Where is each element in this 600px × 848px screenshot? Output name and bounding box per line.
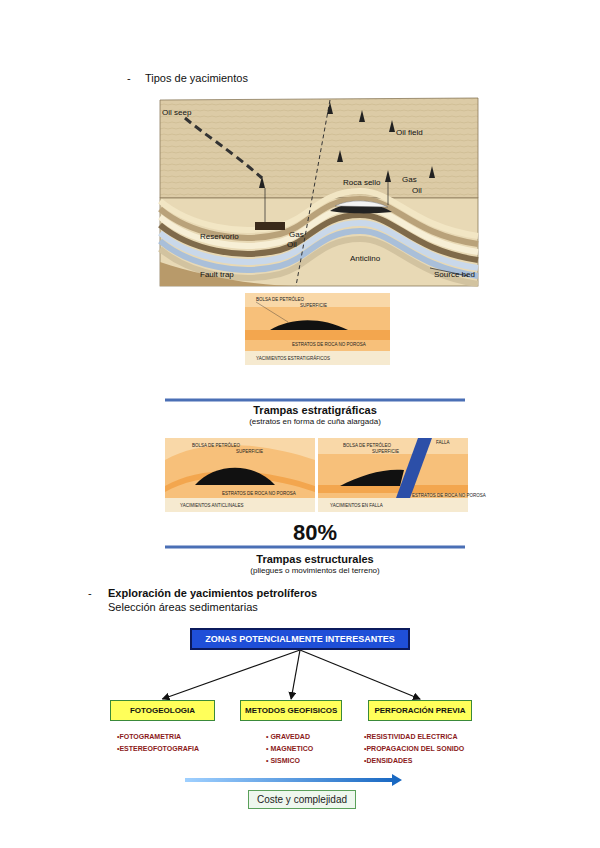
image-label: ESTRATOS DE ROCA NO POROSA: [222, 491, 296, 496]
callout-label: Oil field: [396, 128, 423, 137]
well-lines: [265, 182, 468, 276]
image-caption: YACIMIENTOS ESTRATIGRÁFICOS: [256, 356, 330, 361]
source-rock: [160, 262, 300, 286]
callout-label: Roca sello: [343, 178, 380, 187]
image-label: ESTRATOS DE ROCA NO POROSA: [412, 493, 486, 498]
trap-subheading: (estratos en forma de cuña alargada): [249, 417, 381, 426]
cost-arrow: [185, 774, 402, 786]
method-box: FOTOGEOLOGIA: [110, 700, 215, 721]
callout-label: Gas: [402, 175, 417, 184]
section-heading: Tipos de yacimientos: [145, 72, 248, 85]
anticline-image: [165, 438, 315, 512]
image-label: SUPERFICIE: [372, 449, 399, 454]
land-surface: [160, 98, 478, 198]
image-label: ESTRATOS DE ROCA NO POROSA: [292, 342, 366, 347]
callout-label: Anticlino: [350, 254, 380, 263]
trap-heading: Trampas estructurales: [256, 553, 373, 566]
callout-label: Fault trap: [200, 270, 234, 279]
stratigraphic-trap-image: [245, 293, 390, 365]
callout-label: Source bed: [434, 270, 475, 279]
box-text: ZONAS POTENCIALMENTE INTERESANTES: [198, 634, 402, 644]
start-box: ZONAS POTENCIALMENTE INTERESANTES: [190, 628, 410, 650]
image-label: BOLSA DE PETRÓLEO: [343, 443, 391, 448]
method-item: •DENSIDADES: [364, 757, 412, 765]
divider-line: [165, 399, 465, 402]
connector-arrow: [163, 650, 301, 699]
section-subheading: Selección áreas sedimentarias: [108, 601, 258, 614]
callout-label: Oil seep: [162, 108, 191, 117]
fault-line: [296, 100, 330, 286]
method-item: • GRAVEDAD: [266, 733, 310, 741]
image-label: BOLSA DE PETRÓLEO: [256, 297, 304, 302]
trap-heading: Trampas estratigráficas: [253, 404, 377, 417]
bullet-dash: -: [88, 587, 92, 600]
connector-arrow: [291, 650, 300, 699]
method-item: •RESISTIVIDAD ELECTRICA: [364, 733, 457, 741]
method-item: •FOTOGRAMETRIA: [117, 733, 181, 741]
method-box: METODOS GEOFISICOS: [240, 700, 342, 721]
method-item: •ESTEREOFOTOGRAFIA: [117, 745, 199, 753]
trap-subheading: (pliegues o movimientos del terreno): [250, 566, 379, 575]
image-label: SUPERFICIE: [300, 303, 327, 308]
bullet-dash: -: [127, 72, 131, 85]
method-box: PERFORACIÓN PREVIA: [368, 700, 472, 721]
box-text: METODOS GEOFISICOS: [245, 706, 337, 715]
callout-label: Gas: [289, 230, 304, 239]
method-item: • SISMICO: [266, 757, 300, 765]
image-label: BOLSA DE PETRÓLEO: [192, 443, 240, 448]
section-heading: Exploración de yacimientos petrolíferos: [108, 587, 317, 600]
callout-label: Oil: [287, 240, 297, 249]
method-item: • MAGNETICO: [266, 745, 313, 753]
connector-arrow: [300, 650, 420, 699]
image-label: FALLA: [436, 440, 450, 445]
image-caption: YACIMIENTOS ANTICLINALES: [180, 503, 244, 508]
divider-line: [165, 546, 465, 549]
percentage: 80%: [293, 520, 337, 545]
fault-image: [318, 438, 468, 512]
fault-trap-oil: [255, 222, 285, 230]
oil-seep-trace: [185, 118, 262, 178]
derricks: [259, 102, 435, 188]
gas-cap: [335, 201, 388, 207]
box-text: FOTOGEOLOGIA: [115, 706, 210, 715]
method-item: •PROPAGACION DEL SONIDO: [364, 745, 464, 753]
cross-section: [160, 198, 478, 286]
callout-label: Oil: [412, 186, 422, 195]
cost-label-box: Coste y complejidad: [248, 790, 356, 809]
box-text: Coste y complejidad: [253, 794, 351, 805]
box-text: PERFORACIÓN PREVIA: [373, 706, 467, 715]
callout-label: Reservorio: [200, 232, 239, 241]
rock-layers: [160, 191, 478, 284]
image-label: SUPERFICIE: [236, 449, 263, 454]
image-caption: YACIMIENTOS EN FALLA: [330, 503, 383, 508]
